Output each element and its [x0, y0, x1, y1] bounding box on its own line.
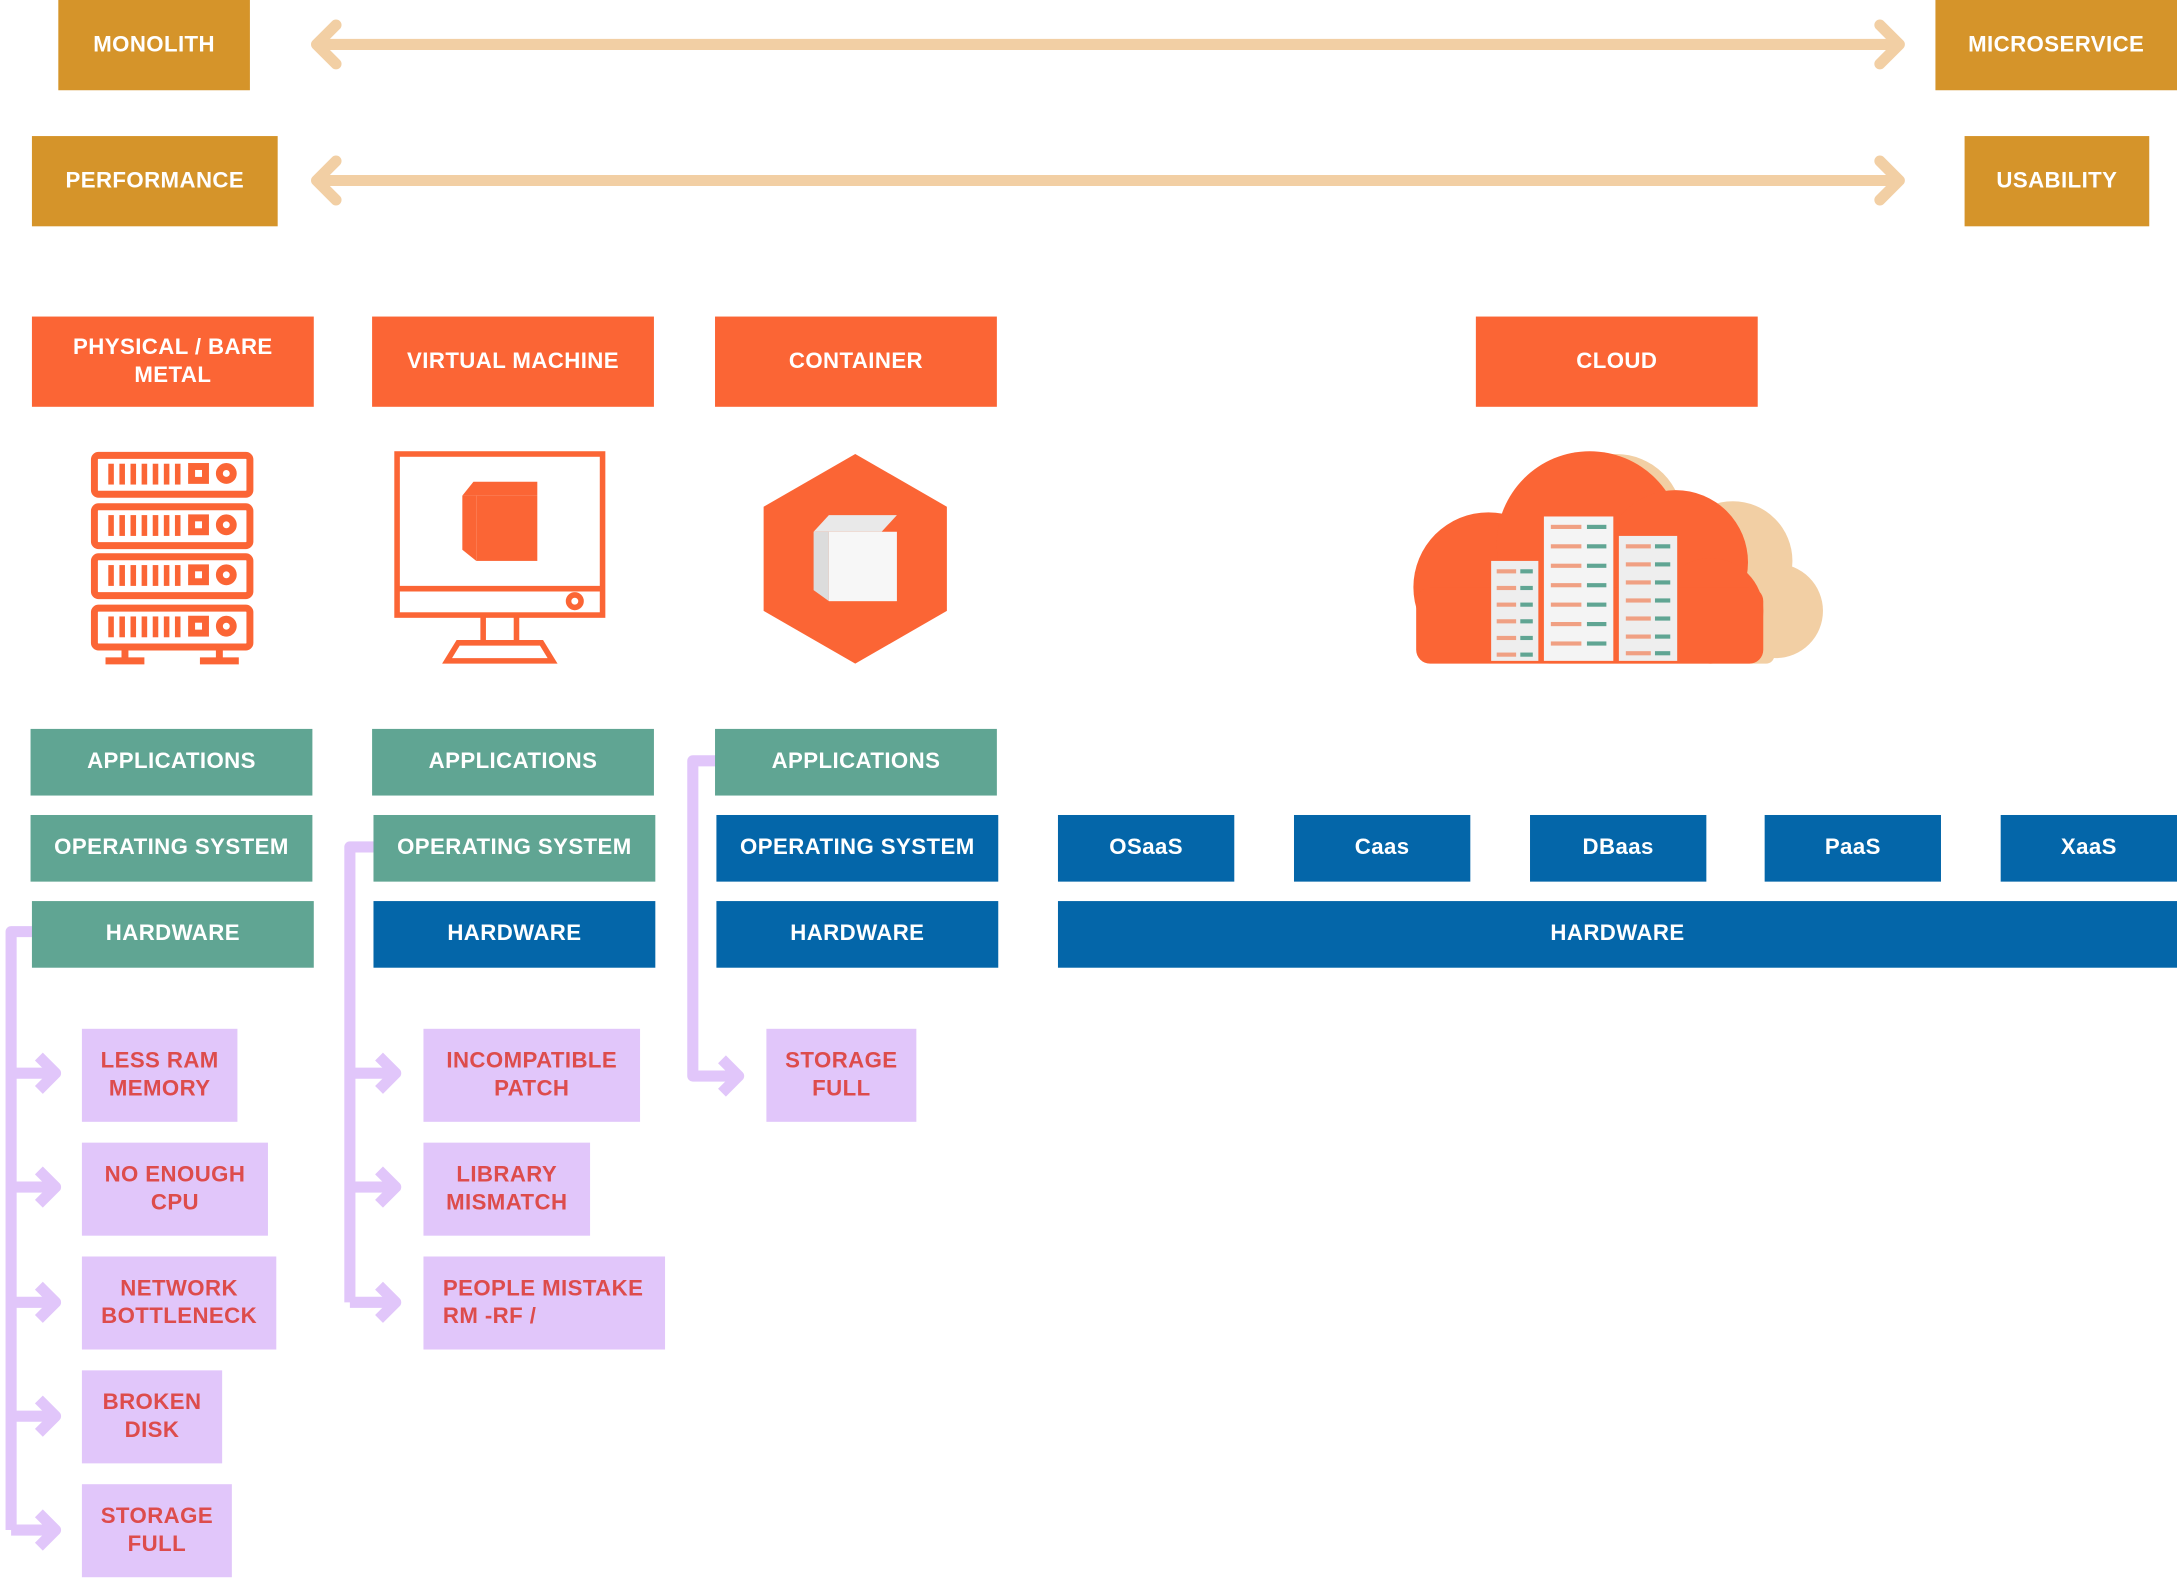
vm-issue-library: LIBRARY MISMATCH — [423, 1142, 591, 1236]
server-tower-right — [1618, 535, 1678, 661]
cloud-service-caas: Caas — [1293, 814, 1471, 882]
container-issue-connector — [687, 755, 745, 1097]
physical-issue-cpu: NO ENOUGH CPU — [81, 1142, 268, 1236]
physical-applications-layer: APPLICATIONS — [30, 728, 313, 796]
container-os-layer: OPERATING SYSTEM — [716, 814, 999, 882]
vm-issue-patch: INCOMPATIBLE PATCH — [423, 1028, 641, 1122]
container-hardware-layer: HARDWARE — [716, 901, 999, 968]
performance-usability-arrow — [311, 155, 1905, 206]
physical-issue-connector — [5, 926, 62, 1551]
cloud-title: CLOUD — [1475, 316, 1758, 407]
vm-issue-people: PEOPLE MISTAKE RM -RF / — [423, 1256, 666, 1350]
vm-os-layer: OPERATING SYSTEM — [373, 814, 656, 882]
container-issue-storage: STORAGE FULL — [766, 1028, 917, 1122]
server-tower-middle — [1543, 516, 1614, 661]
cloud-service-dbaas: DBaas — [1530, 814, 1707, 882]
container-applications-layer: APPLICATIONS — [715, 728, 997, 796]
server-tower-left — [1491, 560, 1539, 661]
monolith-microservice-arrow — [311, 19, 1905, 70]
microservice-label: MICROSERVICE — [1935, 0, 2177, 91]
cloud-service-xaas: XaaS — [2000, 814, 2177, 882]
vm-hardware-layer: HARDWARE — [373, 901, 656, 968]
vm-issue-connector — [344, 841, 402, 1323]
container-title: CONTAINER — [715, 316, 997, 407]
usability-label: USABILITY — [1964, 136, 2150, 227]
physical-issue-ram: LESS RAM MEMORY — [81, 1028, 238, 1122]
monolith-label: MONOLITH — [58, 0, 250, 91]
cloud-service-osaas: OSaaS — [1057, 814, 1235, 882]
cloud-hardware-layer: HARDWARE — [1057, 901, 2177, 968]
physical-issue-storage: STORAGE FULL — [81, 1484, 232, 1578]
physical-title: PHYSICAL / BARE METAL — [31, 316, 314, 407]
performance-label: PERFORMANCE — [31, 136, 278, 227]
physical-issue-disk: BROKEN DISK — [81, 1370, 223, 1464]
physical-issue-network: NETWORK BOTTLENECK — [81, 1256, 277, 1350]
vm-title: VIRTUAL MACHINE — [372, 316, 654, 407]
physical-os-layer: OPERATING SYSTEM — [30, 814, 313, 882]
physical-hardware-layer: HARDWARE — [31, 901, 314, 968]
cloud-service-paas: PaaS — [1764, 814, 1941, 882]
vm-applications-layer: APPLICATIONS — [372, 728, 654, 796]
